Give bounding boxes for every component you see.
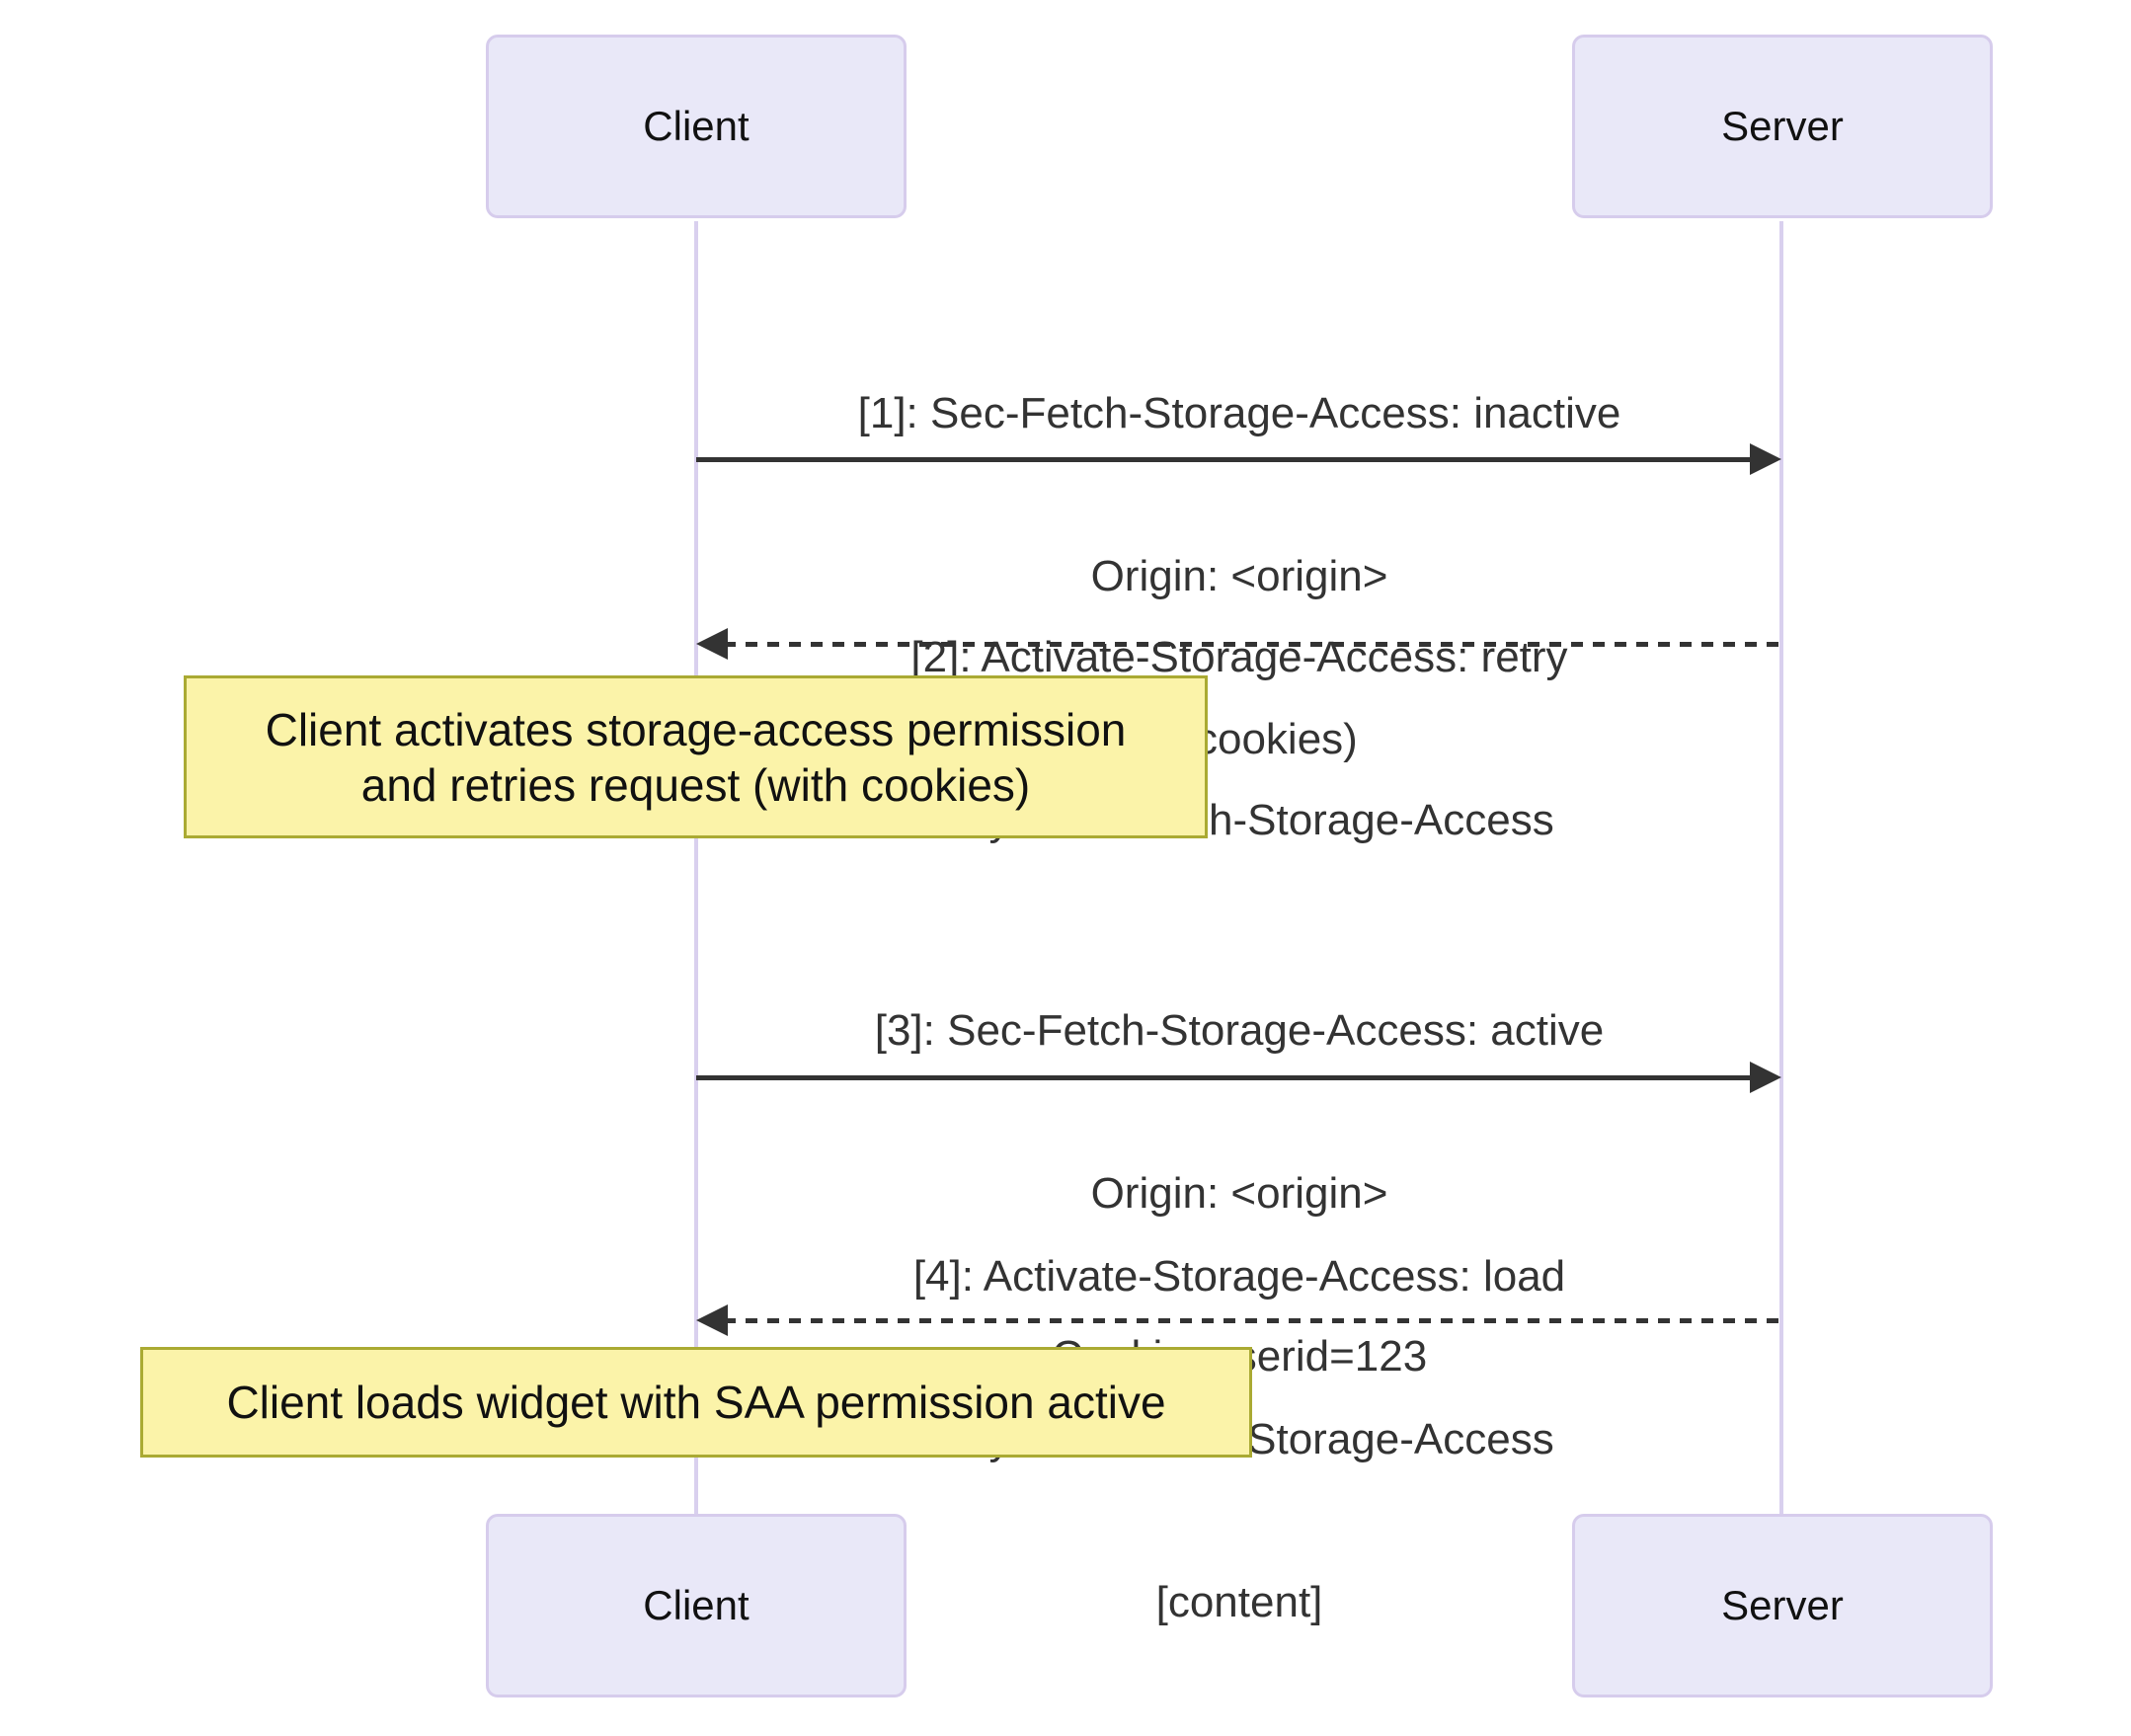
client-lifeline	[694, 221, 698, 1515]
actor-server-label: Server	[1721, 103, 1844, 149]
message-3-text: [3]: Sec-Fetch-Storage-Access: active Or…	[548, 895, 1931, 1492]
arrow-line	[696, 457, 1756, 462]
message-1-line-1: [1]: Sec-Fetch-Storage-Access: inactive	[857, 389, 1621, 437]
message-4-line-3: [content]	[1155, 1578, 1323, 1626]
actor-client-bottom: Client	[486, 1514, 907, 1697]
message-1-text: [1]: Sec-Fetch-Storage-Access: inactive …	[548, 277, 1931, 875]
arrowhead-left-icon	[696, 1304, 728, 1336]
message-3-arrow	[696, 1061, 1781, 1094]
message-3-line-1: [3]: Sec-Fetch-Storage-Access: active	[874, 1006, 1605, 1055]
arrow-line	[696, 1075, 1756, 1080]
note-2-line-1: Client loads widget with SAA permission …	[226, 1377, 1166, 1428]
server-lifeline	[1779, 221, 1783, 1515]
actor-server-label: Server	[1721, 1582, 1844, 1628]
message-2-text: [2]: Activate-Storage-Access: retry Vary…	[548, 521, 1931, 956]
note-1-line-2: and retries request (with cookies)	[360, 758, 1031, 811]
actor-client-label: Client	[643, 1582, 750, 1628]
actor-server-bottom: Server	[1572, 1514, 1993, 1697]
actor-client-label: Client	[643, 103, 750, 149]
note-load-widget: Client loads widget with SAA permission …	[140, 1347, 1252, 1458]
actor-client-top: Client	[486, 35, 907, 218]
note-1-line-1: Client activates storage-access permissi…	[265, 703, 1127, 755]
message-4-line-1: [4]: Activate-Storage-Access: load	[912, 1252, 1566, 1301]
message-1-line-2: Origin: <origin>	[1090, 552, 1388, 600]
message-4-arrow	[696, 1303, 1781, 1337]
message-2-line-1: [2]: Activate-Storage-Access: retry	[910, 633, 1568, 681]
arrow-line	[724, 1318, 1781, 1323]
message-1-arrow	[696, 442, 1781, 476]
message-2-arrow	[696, 627, 1781, 661]
arrowhead-right-icon	[1750, 443, 1781, 475]
arrow-line	[724, 642, 1781, 647]
note-activate-permission: Client activates storage-access permissi…	[184, 675, 1208, 838]
message-3-line-2: Origin: <origin>	[1090, 1169, 1388, 1218]
arrowhead-left-icon	[696, 628, 728, 660]
actor-server-top: Server	[1572, 35, 1993, 218]
arrowhead-right-icon	[1750, 1062, 1781, 1093]
